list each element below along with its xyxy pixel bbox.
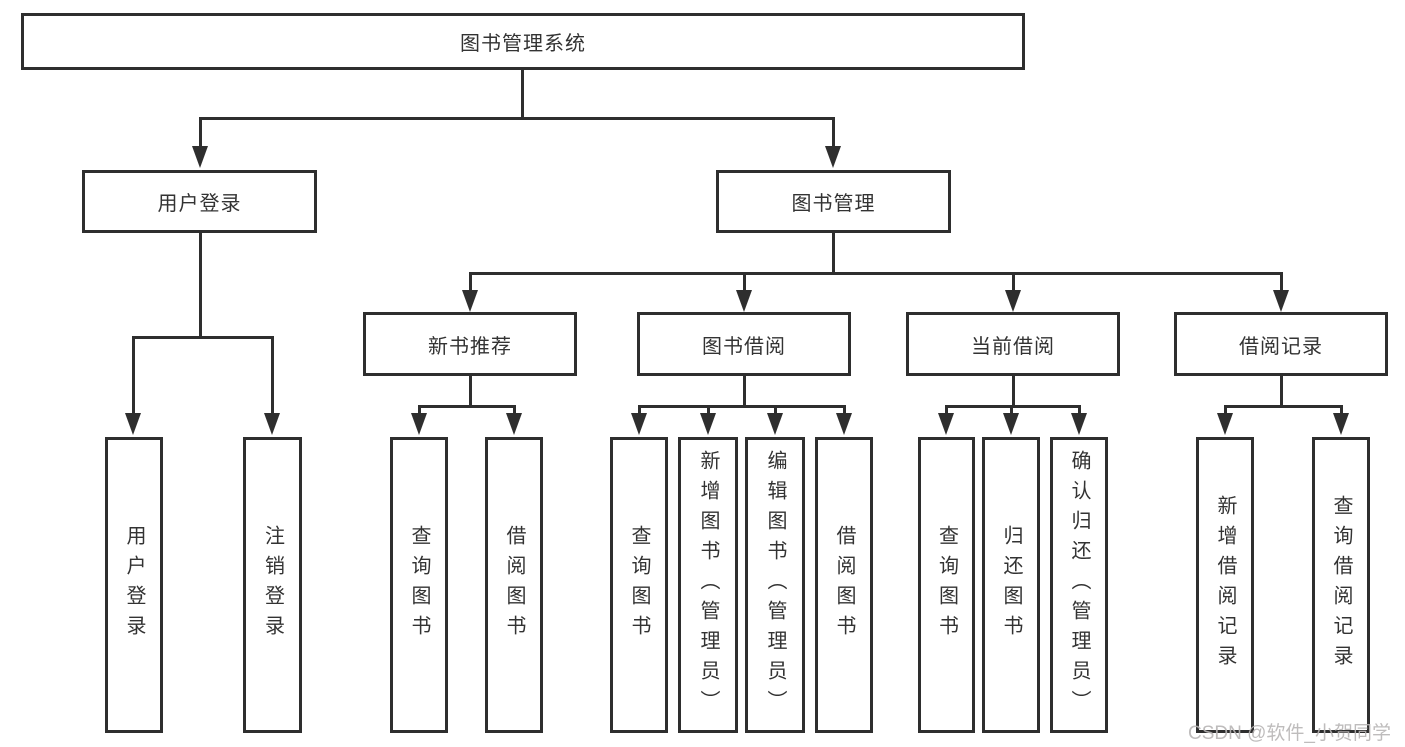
- arrowhead-down-icon: [1333, 413, 1349, 435]
- leaf-bb-query-books-label: 查询图书: [628, 525, 650, 645]
- connector-bb-split: [638, 405, 846, 408]
- node-book-mgmt-label: 图书管理: [791, 193, 876, 215]
- leaf-cb-confirm-return-admin-label: 确认归还（管理员）: [1068, 450, 1090, 720]
- connector-bb-drop: [707, 405, 710, 415]
- leaf-br-add-record: 新增借阅记录: [1196, 437, 1254, 733]
- connector-login-split: [132, 336, 274, 339]
- node-borrow-records: 借阅记录: [1174, 312, 1388, 376]
- arrowhead-down-icon: [825, 146, 841, 168]
- connector-login-drop: [271, 336, 274, 415]
- node-root-label: 图书管理系统: [460, 33, 586, 55]
- connector-mgmt-drop: [743, 272, 746, 292]
- leaf-logout-label: 注销登录: [261, 525, 284, 645]
- connector-root-left-drop: [199, 117, 202, 148]
- connector-bb-drop: [843, 405, 846, 415]
- connector-bb-drop: [638, 405, 641, 415]
- node-current-borrow: 当前借阅: [906, 312, 1120, 376]
- leaf-bb-edit-books-admin: 编辑图书（管理员）: [745, 437, 805, 733]
- csdn-watermark: CSDN @软件_小贺同学: [1188, 723, 1391, 744]
- leaf-cb-query-books-label: 查询图书: [935, 525, 958, 645]
- arrowhead-down-icon: [1003, 413, 1019, 435]
- leaf-cb-return-books-label: 归还图书: [1000, 525, 1022, 645]
- leaf-cb-query-books: 查询图书: [918, 437, 975, 733]
- leaf-user-login: 用户登录: [105, 437, 163, 733]
- connector-root-split: [199, 117, 835, 120]
- connector-root-right-drop: [832, 117, 835, 148]
- leaf-bb-add-books-admin: 新增图书（管理员）: [678, 437, 738, 733]
- connector-root-stub: [521, 70, 524, 117]
- connector-login-stub: [199, 233, 202, 336]
- arrowhead-down-icon: [264, 413, 280, 435]
- connector-cb-drop: [1010, 405, 1013, 415]
- leaf-rec-query-books-label: 查询图书: [408, 525, 430, 645]
- connector-bb-stub: [743, 376, 746, 405]
- connector-mgmt-drop: [1280, 272, 1283, 292]
- arrowhead-down-icon: [631, 413, 647, 435]
- leaf-bb-add-books-admin-label: 新增图书（管理员）: [697, 450, 719, 720]
- leaf-user-login-label: 用户登录: [123, 525, 145, 645]
- leaf-rec-borrow-books: 借阅图书: [485, 437, 543, 733]
- node-user-login: 用户登录: [82, 170, 317, 233]
- arrowhead-down-icon: [1005, 290, 1021, 312]
- node-new-book-rec-label: 新书推荐: [428, 335, 512, 358]
- node-user-login-label: 用户登录: [157, 193, 242, 215]
- arrowhead-down-icon: [767, 413, 783, 435]
- leaf-cb-confirm-return-admin: 确认归还（管理员）: [1050, 437, 1108, 733]
- arrowhead-down-icon: [125, 413, 141, 435]
- connector-mgmt-drop: [1012, 272, 1015, 292]
- arrowhead-down-icon: [506, 413, 522, 435]
- connector-rec-drop: [513, 405, 516, 415]
- node-borrow-records-label: 借阅记录: [1239, 335, 1323, 358]
- arrowhead-down-icon: [1217, 413, 1233, 435]
- connector-br-drop: [1340, 405, 1343, 415]
- arrowhead-down-icon: [938, 413, 954, 435]
- arrowhead-down-icon: [1071, 413, 1087, 435]
- arrowhead-down-icon: [411, 413, 427, 435]
- leaf-bb-borrow-books: 借阅图书: [815, 437, 873, 733]
- arrowhead-down-icon: [192, 146, 208, 168]
- connector-bb-drop: [774, 405, 777, 415]
- leaf-rec-borrow-books-label: 借阅图书: [503, 525, 525, 645]
- node-book-borrow-label: 图书借阅: [702, 335, 786, 358]
- connector-cb-stub: [1012, 376, 1015, 405]
- connector-rec-split: [418, 405, 516, 408]
- connector-br-split: [1224, 405, 1343, 408]
- connector-br-drop: [1224, 405, 1227, 415]
- leaf-bb-borrow-books-label: 借阅图书: [833, 525, 855, 645]
- arrowhead-down-icon: [462, 290, 478, 312]
- arrowhead-down-icon: [836, 413, 852, 435]
- leaf-bb-edit-books-admin-label: 编辑图书（管理员）: [764, 450, 786, 720]
- leaf-logout: 注销登录: [243, 437, 302, 733]
- connector-br-stub: [1280, 376, 1283, 405]
- node-current-borrow-label: 当前借阅: [971, 335, 1055, 358]
- leaf-br-query-record-label: 查询借阅记录: [1330, 495, 1352, 675]
- arrowhead-down-icon: [700, 413, 716, 435]
- leaf-br-query-record: 查询借阅记录: [1312, 437, 1370, 733]
- leaf-rec-query-books: 查询图书: [390, 437, 448, 733]
- connector-login-drop: [132, 336, 135, 415]
- leaf-bb-query-books: 查询图书: [610, 437, 668, 733]
- node-root: 图书管理系统: [21, 13, 1025, 70]
- connector-rec-drop: [418, 405, 421, 415]
- connector-mgmt-drop: [469, 272, 472, 292]
- node-new-book-rec: 新书推荐: [363, 312, 577, 376]
- node-book-borrow: 图书借阅: [637, 312, 851, 376]
- connector-rec-stub: [469, 376, 472, 405]
- leaf-br-add-record-label: 新增借阅记录: [1214, 495, 1236, 675]
- arrowhead-down-icon: [1273, 290, 1289, 312]
- node-book-mgmt: 图书管理: [716, 170, 951, 233]
- arrowhead-down-icon: [736, 290, 752, 312]
- connector-cb-drop: [1078, 405, 1081, 415]
- connector-cb-drop: [945, 405, 948, 415]
- connector-mgmt-split: [469, 272, 1283, 275]
- connector-cb-split: [945, 405, 1081, 408]
- connector-mgmt-stub: [832, 233, 835, 272]
- leaf-cb-return-books: 归还图书: [982, 437, 1040, 733]
